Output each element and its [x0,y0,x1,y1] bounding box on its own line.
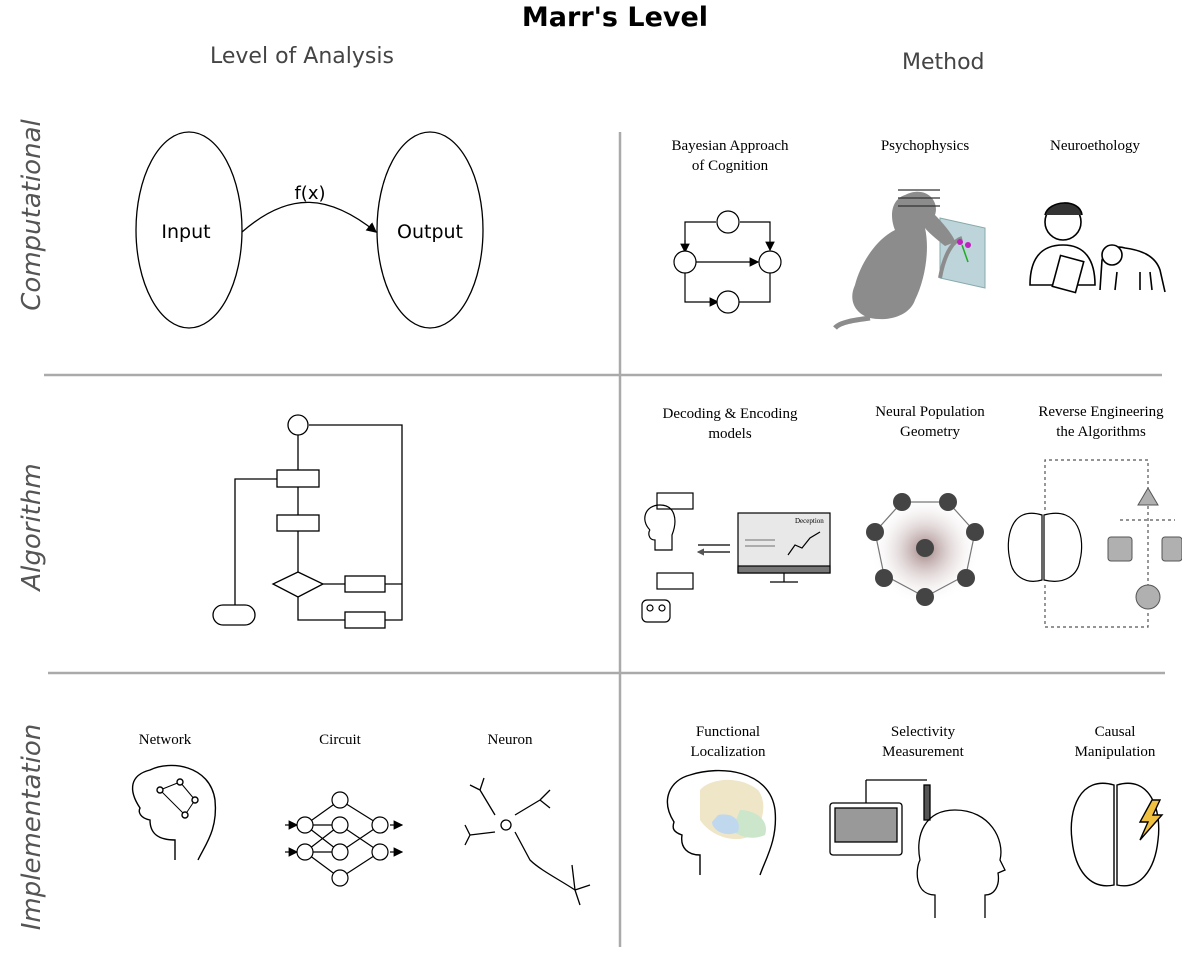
diagram-canvas: Deception [44,131,1182,947]
method-decoding-encoding: Decoding & Encoding models [662,406,798,442]
column-header-level-of-analysis: Level of Analysis [210,44,394,69]
grid-lines [44,132,1165,947]
decoding-illustration [641,492,831,623]
implementation-neuron: Neuron [487,732,533,748]
algorithm-boxes [1107,487,1182,610]
reverse-engineering [1007,459,1175,628]
implementation-network: Network [138,732,192,748]
input-ellipse [135,131,243,329]
method-population-geometry: Neural Population Geometry [875,404,985,440]
implementation-circuit: Circuit [319,732,361,748]
method-neuroethology: Neuroethology [1050,138,1140,154]
method-psychophysics: Psychophysics [880,138,970,154]
flowchart [212,414,403,629]
population-geometry [866,493,984,606]
neuron-illustration [464,777,591,906]
function-arrow [241,201,378,233]
bayesian-diagram [673,210,782,314]
functional-localization-head [666,769,777,876]
selectivity-illustration [829,779,1006,918]
causal-manipulation-brain [1070,782,1164,887]
method-bayesian: Bayesian Approach of Cognition [671,138,789,174]
monkey-illustration [833,189,986,330]
network-head [131,764,217,861]
output-label: Output [397,221,463,243]
column-header-method: Method [902,50,985,75]
method-reverse-engineering: Reverse Engineering the Algorithms [1038,404,1164,440]
method-functional-localization: Functional Localization [690,724,766,760]
method-selectivity-measurement: Selectivity Measurement [882,724,964,760]
method-causal-manipulation: Causal Manipulation [1074,724,1156,760]
page-title: Marr's Level [521,2,709,33]
input-label: Input [161,221,210,243]
function-label: f(x) [294,183,325,204]
input-output-diagram [135,131,484,329]
neuroethology-illustration [1029,202,1166,294]
circuit-diagram [285,791,404,887]
screen-label: Deception [795,517,824,525]
